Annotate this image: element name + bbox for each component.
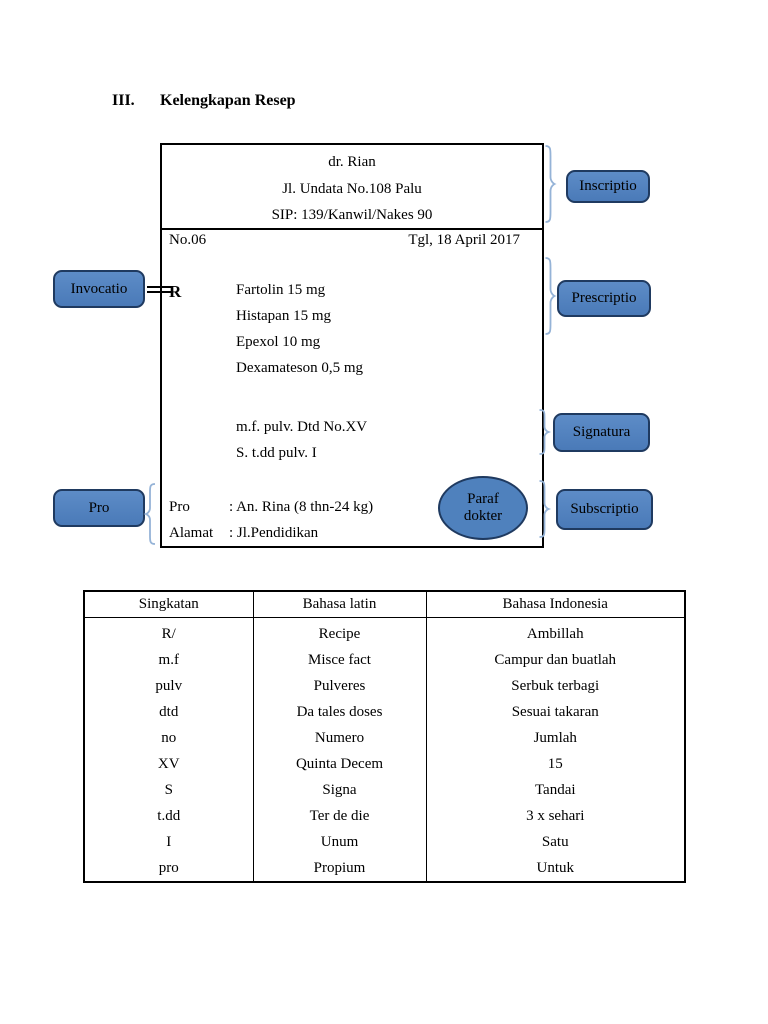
cell-latin: Pulveres — [252, 673, 427, 699]
brace-subscriptio-icon — [539, 480, 552, 538]
cell-singkatan: R/ — [83, 617, 254, 647]
brace-pro-icon — [143, 483, 156, 545]
callout-invocatio: Invocatio — [53, 270, 145, 308]
callout-label: Signatura — [572, 424, 631, 440]
address-label: Alamat — [169, 525, 214, 541]
prescription-number: No.06 — [169, 232, 207, 248]
paraf-line: dokter — [463, 508, 503, 524]
callout-subscriptio: Subscriptio — [556, 489, 653, 530]
callout-label: Invocatio — [70, 280, 128, 297]
patient-row: Pro : An. Rina (8 thn-24 kg) — [169, 494, 373, 520]
cell-latin: Numero — [252, 725, 427, 751]
subscriptio-lines: m.f. pulv. Dtd No.XV S. t.dd pulv. I — [236, 414, 367, 466]
cell-latin: Signa — [252, 777, 427, 803]
cell-singkatan: m.f — [83, 647, 254, 673]
doctor-address: Jl. Undata No.108 Palu — [282, 180, 422, 197]
patient-label: Pro — [169, 499, 190, 515]
cell-indonesia: Satu — [425, 829, 686, 855]
section-number: III. — [112, 92, 135, 109]
cell-singkatan: I — [83, 829, 254, 855]
medication-item: Histapan 15 mg — [236, 308, 331, 324]
cell-singkatan: pulv — [83, 673, 254, 699]
cell-singkatan: dtd — [83, 699, 254, 725]
number-date-row: No.06 Tgl, 18 April 2017 — [162, 230, 542, 249]
medication-list: Fartolin 15 mg Histapan 15 mg Epexol 10 … — [236, 277, 363, 381]
cell-latin: Da tales doses — [252, 699, 427, 725]
column-header: Bahasa latin — [252, 591, 427, 618]
callout-inscriptio: Inscriptio — [566, 170, 650, 203]
cell-indonesia: Campur dan buatlah — [425, 647, 686, 673]
invocation-symbol: R — [169, 282, 182, 301]
medication-item: Fartolin 15 mg — [236, 282, 326, 298]
doctor-sip: SIP: 139/Kanwil/Nakes 90 — [271, 207, 433, 223]
brace-signatura-icon — [539, 409, 552, 455]
callout-prescriptio: Prescriptio — [557, 280, 651, 317]
doctor-name: dr. Rian — [328, 154, 376, 170]
medication-item: Epexol 10 mg — [236, 334, 321, 350]
cell-singkatan: t.dd — [83, 803, 254, 829]
cell-singkatan: no — [83, 725, 254, 751]
paraf-dokter-ellipse: Paraf dokter — [438, 476, 528, 540]
cell-indonesia: Sesuai takaran — [425, 699, 686, 725]
cell-latin: Ter de die — [252, 803, 427, 829]
cell-latin: Quinta Decem — [252, 751, 427, 777]
cell-singkatan: S — [83, 777, 254, 803]
cell-latin: Recipe — [252, 617, 427, 647]
callout-pro: Pro — [53, 489, 145, 527]
glossary-table: Singkatan Bahasa latin Bahasa Indonesia … — [83, 590, 686, 883]
paraf-line: Paraf — [467, 491, 499, 507]
brace-prescriptio-icon — [545, 257, 557, 335]
address-value: : Jl.Pendidikan — [229, 525, 319, 541]
callout-label: Inscriptio — [579, 178, 637, 194]
prescription-header: dr. Rian Jl. Undata No.108 Palu SIP: 139… — [162, 145, 542, 230]
table-header-row: Singkatan Bahasa latin Bahasa Indonesia — [83, 591, 686, 618]
subscriptio-line: m.f. pulv. Dtd No.XV — [236, 419, 368, 435]
prescription-box: dr. Rian Jl. Undata No.108 Palu SIP: 139… — [160, 143, 544, 548]
cell-indonesia: 3 x sehari — [425, 803, 686, 829]
callout-label: Pro — [88, 499, 110, 516]
callout-label: Prescriptio — [571, 290, 637, 306]
cell-indonesia: 15 — [425, 751, 686, 777]
medication-item: Dexamateson 0,5 mg — [236, 360, 364, 376]
invocatio-connector — [147, 286, 171, 293]
brace-inscriptio-icon — [545, 145, 557, 223]
cell-singkatan: XV — [83, 751, 254, 777]
column-header: Bahasa Indonesia — [425, 591, 686, 618]
patient-block: Pro : An. Rina (8 thn-24 kg) Alamat : Jl.P… — [169, 494, 373, 546]
section-heading: III. Kelengkapan Resep — [112, 92, 296, 110]
cell-indonesia: Jumlah — [425, 725, 686, 751]
cell-indonesia: Untuk — [425, 855, 686, 882]
column-header: Singkatan — [83, 591, 254, 618]
subscriptio-line: S. t.dd pulv. I — [236, 445, 317, 461]
cell-indonesia: Serbuk terbagi — [425, 673, 686, 699]
address-row: Alamat : Jl.Pendidikan — [169, 520, 373, 546]
cell-latin: Propium — [252, 855, 427, 882]
section-title: Kelengkapan Resep — [160, 92, 296, 109]
cell-singkatan: pro — [83, 855, 254, 882]
cell-latin: Misce fact — [252, 647, 427, 673]
cell-latin: Unum — [252, 829, 427, 855]
prescription-date: Tgl, 18 April 2017 — [408, 232, 520, 248]
cell-indonesia: Ambillah — [425, 617, 686, 647]
callout-label: Subscriptio — [570, 501, 639, 517]
patient-value: : An. Rina (8 thn-24 kg) — [229, 499, 374, 515]
cell-indonesia: Tandai — [425, 777, 686, 803]
callout-signatura: Signatura — [553, 413, 650, 452]
